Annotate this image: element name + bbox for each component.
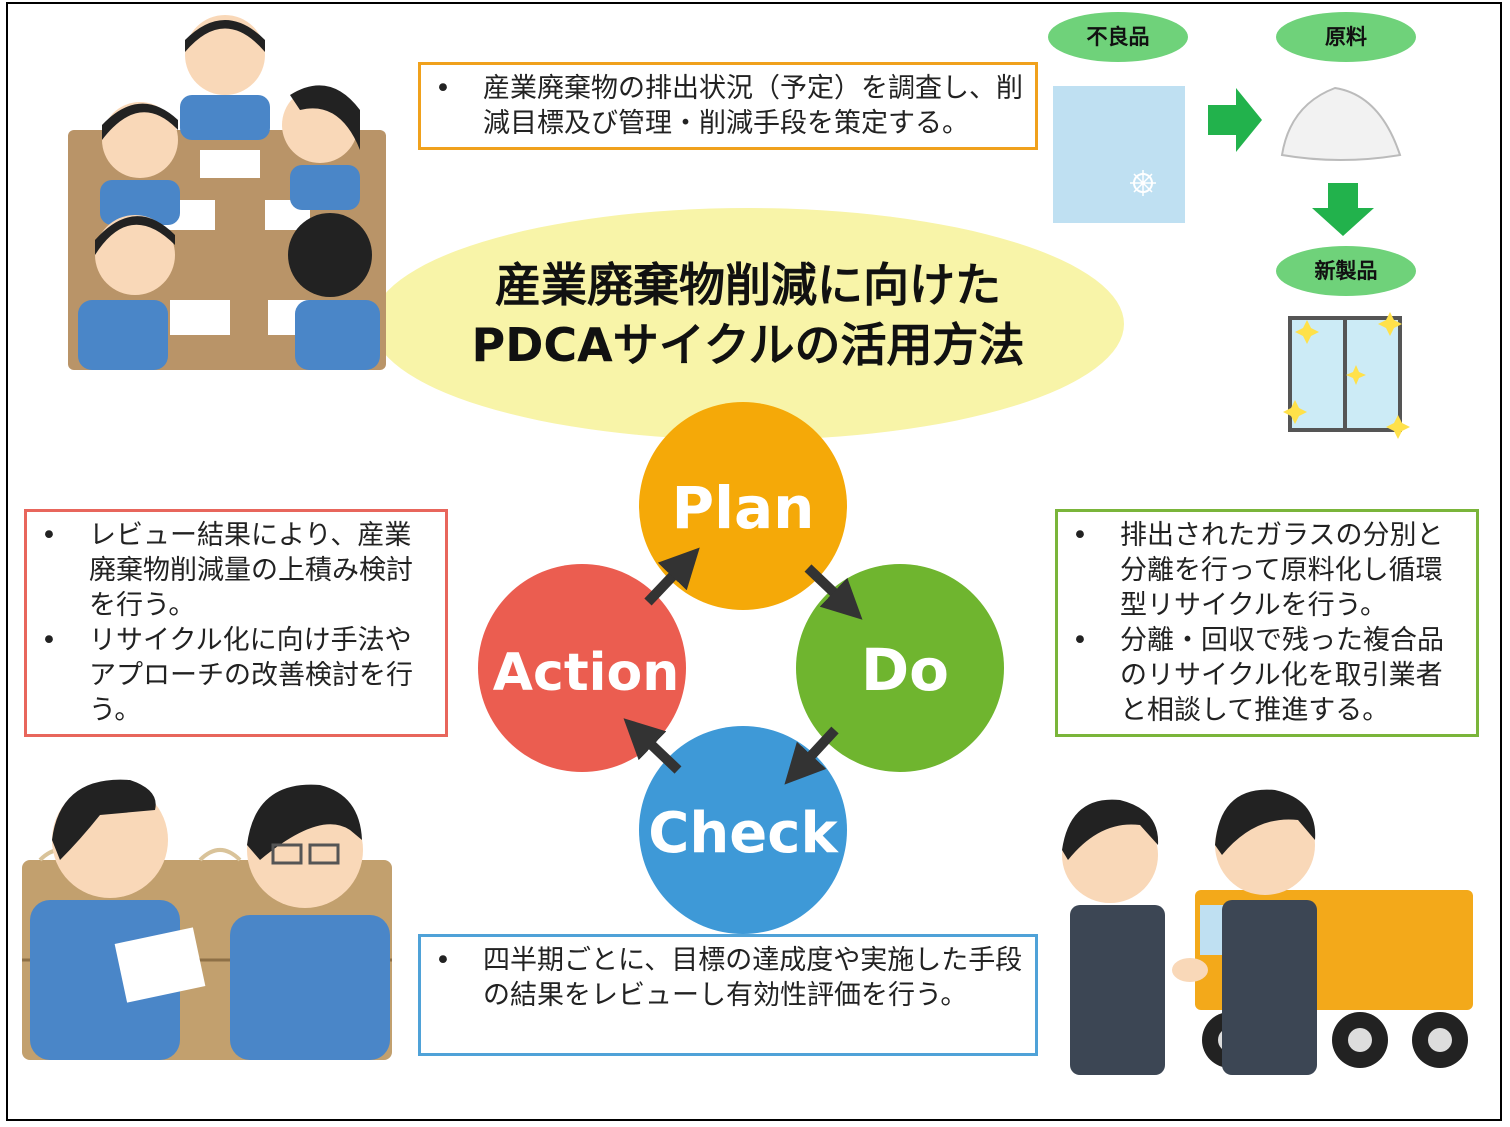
handshake-illustration xyxy=(1062,789,1473,1075)
defective-pill: 不良品 xyxy=(1048,12,1188,62)
raw-material-pill: 原料 xyxy=(1276,12,1416,62)
arrow-down-icon xyxy=(1312,183,1374,236)
page-title: 産業廃棄物削減に向けた PDCAサイクルの活用方法 xyxy=(372,255,1124,375)
arrow-action-to-plan xyxy=(644,547,700,606)
title-ellipse xyxy=(372,208,1124,440)
glass-panel-image xyxy=(1053,86,1185,223)
diagram-frame xyxy=(6,2,1502,1121)
action-bullet-1: レビュー結果により、産業廃棄物削減量の上積み検討を行う。 xyxy=(27,518,435,623)
arrow-do-to-check xyxy=(784,726,839,785)
check-bullet-1: 四半期ごとに、目標の達成度や実施した手段の結果をレビューし有効性評価を行う。 xyxy=(421,943,1025,1013)
arrow-check-to-action xyxy=(623,718,682,774)
action-label: Action xyxy=(493,643,680,703)
do-bullet-2: 分離・回収で残った複合品のリサイクル化を取引業者と相談して推進する。 xyxy=(1058,623,1466,728)
new-window-image xyxy=(1283,312,1410,439)
powder-pile-image xyxy=(1280,86,1402,161)
do-label: Do xyxy=(861,636,949,704)
do-bullet-1: 排出されたガラスの分別と分離を行って原料化し循環型リサイクルを行う。 xyxy=(1058,518,1466,623)
arrow-plan-to-do xyxy=(804,564,863,620)
title-line-2: PDCAサイクルの活用方法 xyxy=(471,318,1025,372)
new-product-pill: 新製品 xyxy=(1276,246,1416,296)
check-label: Check xyxy=(648,801,839,866)
arrow-right-icon xyxy=(1208,88,1262,152)
check-description-box: 四半期ごとに、目標の達成度や実施した手段の結果をレビューし有効性評価を行う。 xyxy=(418,934,1038,1056)
title-line-1: 産業廃棄物削減に向けた xyxy=(495,258,1001,312)
plan-description-box: 産業廃棄物の排出状況（予定）を調査し、削減目標及び管理・削減手段を策定する。 xyxy=(418,62,1038,150)
review-illustration xyxy=(22,779,392,1060)
plan-label: Plan xyxy=(672,474,815,542)
do-description-box: 排出されたガラスの分別と分離を行って原料化し循環型リサイクルを行う。 分離・回収… xyxy=(1055,509,1479,737)
meeting-illustration xyxy=(68,15,386,370)
action-bullet-2: リサイクル化に向け手法やアプローチの改善検討を行う。 xyxy=(27,623,435,728)
action-description-box: レビュー結果により、産業廃棄物削減量の上積み検討を行う。 リサイクル化に向け手法… xyxy=(24,509,448,737)
plan-bullet-1: 産業廃棄物の排出状況（予定）を調査し、削減目標及び管理・削減手段を策定する。 xyxy=(421,71,1025,141)
